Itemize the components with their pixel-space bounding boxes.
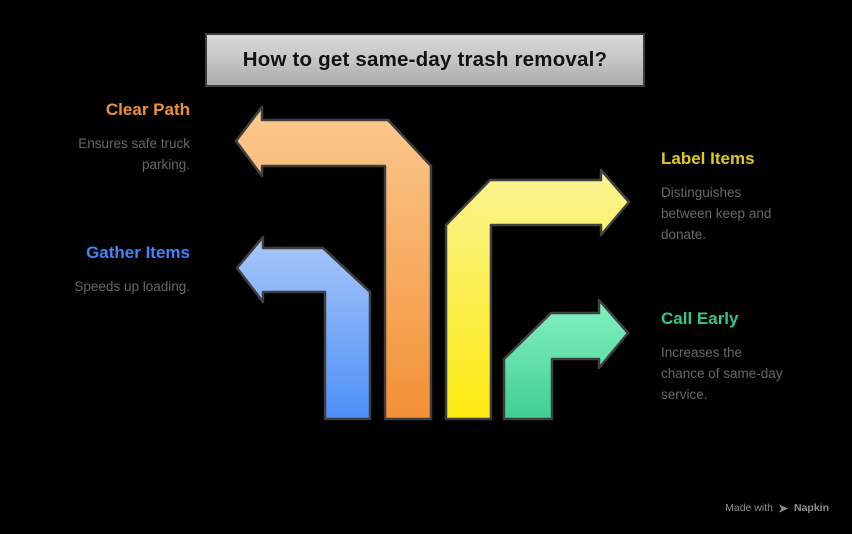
step-label-items-label: Label Items: [661, 149, 755, 168]
step-clear-path-description: Ensures safe truck parking.: [78, 136, 190, 172]
step-label-items-description: Distinguishes between keep and donate.: [661, 185, 772, 242]
step-call-early-description: Increases the chance of same-day service…: [661, 345, 783, 402]
step-gather-items-description: Speeds up loading.: [74, 279, 190, 294]
step-gather-items-label: Gather Items: [86, 243, 190, 262]
label-items-arrow: [444, 168, 631, 421]
clear-path-arrow: [234, 105, 433, 421]
page-title-text: How to get same-day trash removal?: [242, 48, 608, 71]
step-gather-items: Gather Items Speeds up loading.: [40, 243, 190, 297]
napkin-brand-text: Napkin: [793, 502, 829, 514]
call-early-arrow: [502, 298, 630, 421]
step-label-items: Label Items Distinguishes between keep a…: [661, 149, 811, 245]
page-title: How to get same-day trash removal?: [205, 33, 645, 87]
step-clear-path-label: Clear Path: [105, 100, 190, 119]
step-clear-path: Clear Path Ensures safe truck parking.: [40, 100, 190, 175]
made-with-text: Made with: [725, 502, 773, 514]
step-call-early-label: Call Early: [661, 309, 739, 328]
gather-items-arrow: [235, 235, 372, 421]
step-call-early: Call Early Increases the chance of same-…: [661, 309, 811, 405]
made-with-napkin-badge: Made with Napkin: [725, 502, 829, 514]
napkin-logo-icon: [778, 503, 789, 513]
